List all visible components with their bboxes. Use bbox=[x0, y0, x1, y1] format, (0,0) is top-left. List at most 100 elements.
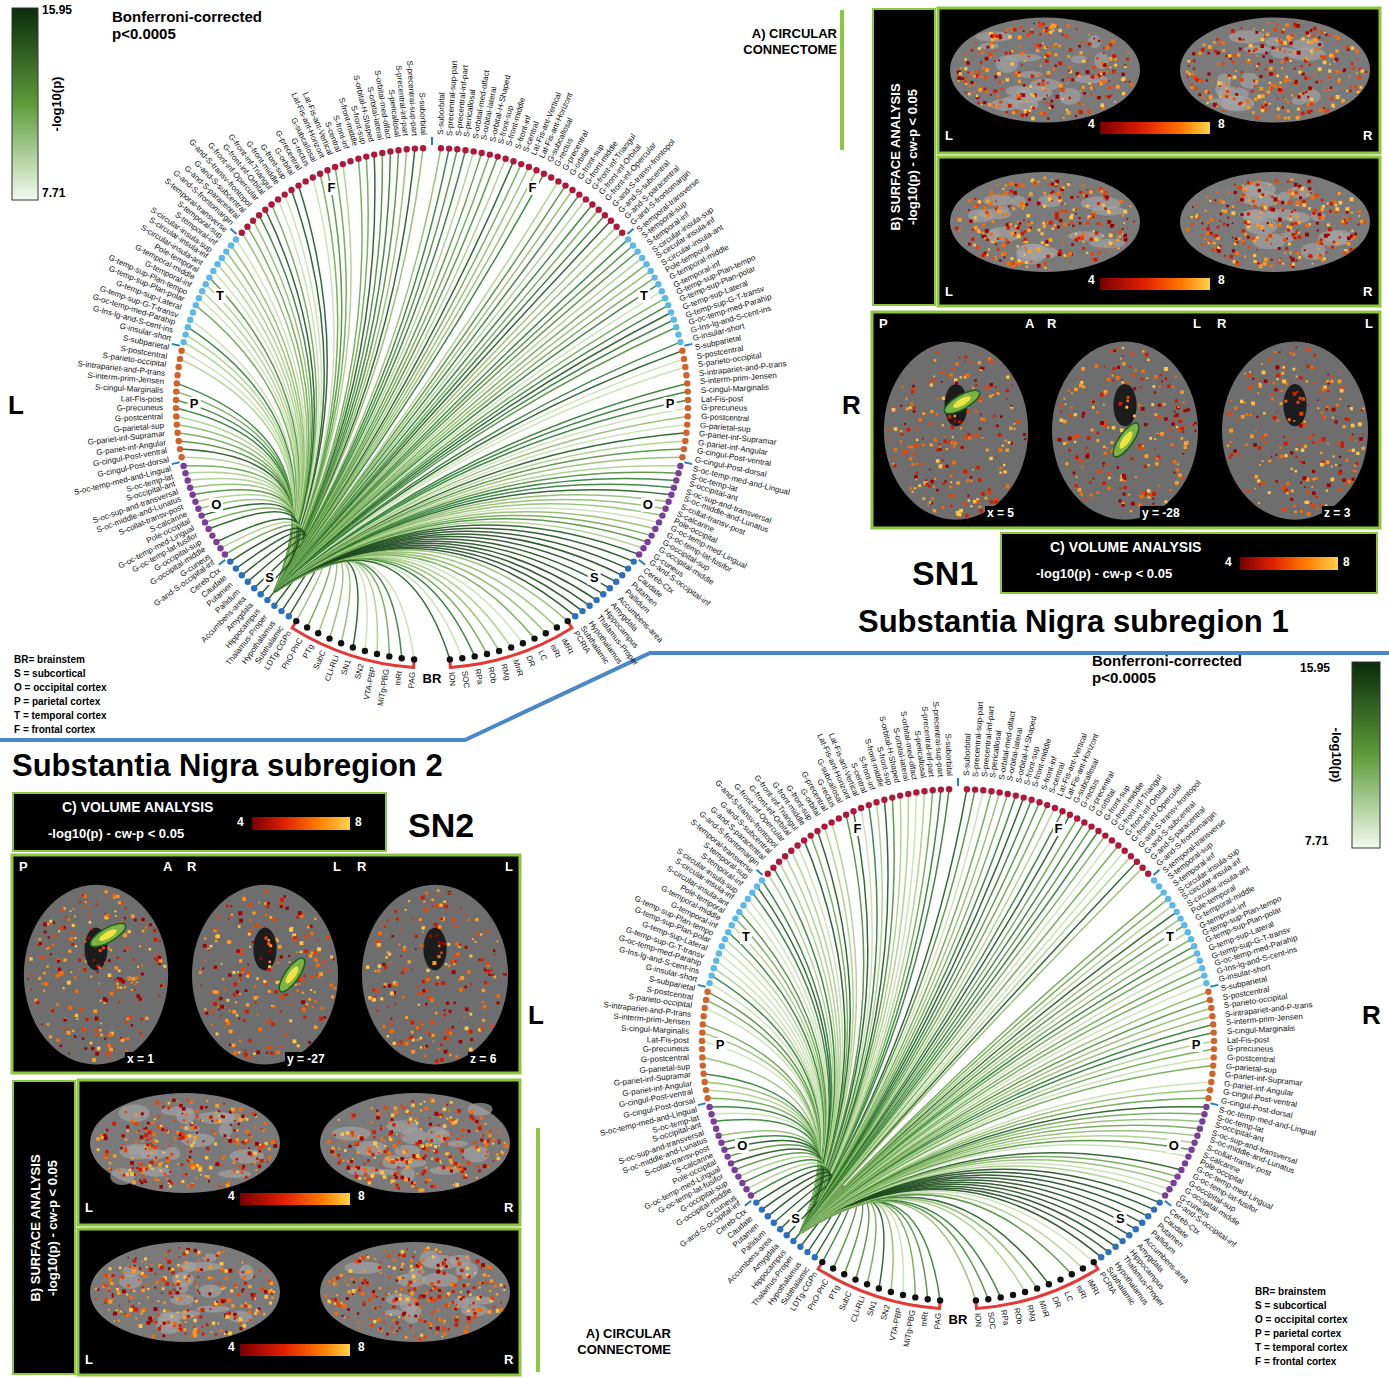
activation-speck bbox=[273, 1291, 275, 1293]
activation-speck bbox=[450, 1170, 453, 1173]
activation-speck bbox=[467, 1130, 470, 1133]
activation-speck bbox=[1130, 205, 1132, 207]
activation-speck bbox=[241, 1115, 244, 1118]
activation-speck bbox=[993, 239, 995, 241]
activation-speck bbox=[1351, 212, 1353, 214]
activation-speck bbox=[388, 1152, 392, 1156]
activation-speck bbox=[1247, 236, 1250, 239]
activation-speck bbox=[1000, 88, 1003, 91]
activation-speck bbox=[143, 1168, 145, 1170]
activation-speck bbox=[1313, 73, 1315, 75]
activation-speck bbox=[1336, 95, 1340, 99]
activation-speck bbox=[478, 1169, 481, 1172]
activation-speck bbox=[415, 1187, 417, 1189]
activation-speck bbox=[1234, 183, 1236, 185]
activation-speck bbox=[1269, 22, 1271, 24]
activation-speck bbox=[1094, 258, 1098, 262]
activation-speck bbox=[1294, 80, 1296, 82]
gyrus-patch bbox=[401, 1128, 427, 1144]
activation-speck bbox=[1130, 83, 1134, 87]
activation-speck bbox=[443, 1137, 447, 1141]
activation-speck bbox=[1192, 52, 1195, 55]
activation-speck bbox=[1033, 79, 1035, 81]
activation-speck bbox=[420, 1128, 422, 1130]
activation-speck bbox=[1006, 111, 1009, 114]
activation-speck bbox=[1207, 221, 1209, 223]
activation-speck bbox=[181, 1163, 184, 1166]
activation-speck bbox=[205, 1106, 207, 1108]
activation-speck bbox=[161, 1128, 164, 1131]
activation-speck bbox=[1201, 48, 1205, 52]
activation-speck bbox=[160, 1170, 162, 1172]
activation-speck bbox=[485, 1144, 488, 1147]
activation-speck bbox=[1317, 230, 1319, 232]
activation-speck bbox=[1026, 214, 1030, 218]
activation-speck bbox=[343, 1160, 345, 1162]
activation-speck bbox=[384, 1140, 386, 1142]
activation-speck bbox=[1347, 242, 1351, 246]
activation-speck bbox=[166, 1129, 168, 1131]
activation-speck bbox=[1223, 223, 1226, 226]
activation-speck bbox=[378, 1150, 380, 1152]
activation-speck bbox=[1224, 210, 1228, 214]
activation-speck bbox=[147, 1150, 149, 1152]
activation-speck bbox=[112, 1296, 114, 1298]
activation-speck bbox=[484, 1123, 486, 1125]
activation-speck bbox=[224, 1134, 227, 1137]
activation-speck bbox=[983, 101, 986, 104]
activation-speck bbox=[179, 1104, 182, 1107]
activation-speck bbox=[431, 1131, 433, 1133]
activation-speck bbox=[380, 1138, 383, 1141]
activation-speck bbox=[183, 1119, 185, 1121]
activation-speck bbox=[1269, 82, 1271, 84]
activation-speck bbox=[1015, 225, 1017, 227]
activation-speck bbox=[1013, 28, 1017, 32]
activation-speck bbox=[991, 241, 993, 243]
activation-speck bbox=[990, 194, 993, 197]
activation-speck bbox=[1238, 38, 1241, 41]
activation-speck bbox=[1086, 70, 1090, 74]
activation-speck bbox=[1206, 232, 1210, 236]
activation-speck bbox=[1287, 191, 1289, 193]
activation-speck bbox=[139, 1168, 143, 1172]
activation-speck bbox=[995, 206, 998, 209]
activation-speck bbox=[1202, 96, 1205, 99]
activation-speck bbox=[182, 1113, 184, 1115]
activation-speck bbox=[1062, 186, 1065, 189]
activation-speck bbox=[1308, 187, 1310, 189]
activation-speck bbox=[1068, 77, 1071, 80]
activation-speck bbox=[234, 1129, 236, 1131]
activation-speck bbox=[205, 1156, 209, 1160]
activation-speck bbox=[1346, 220, 1348, 222]
activation-speck bbox=[438, 1145, 440, 1147]
activation-speck bbox=[1099, 222, 1101, 224]
activation-speck bbox=[1116, 85, 1120, 89]
activation-speck bbox=[169, 1171, 171, 1173]
activation-speck bbox=[1062, 34, 1064, 36]
activation-speck bbox=[985, 68, 989, 72]
activation-speck bbox=[1030, 193, 1033, 196]
activation-speck bbox=[364, 1163, 366, 1165]
activation-speck bbox=[1049, 107, 1051, 109]
activation-speck bbox=[1071, 243, 1074, 246]
activation-speck bbox=[1268, 195, 1270, 197]
activation-speck bbox=[233, 1170, 235, 1172]
activation-speck bbox=[371, 1153, 374, 1156]
activation-speck bbox=[492, 1138, 495, 1141]
activation-speck bbox=[492, 1143, 494, 1145]
activation-speck bbox=[130, 1172, 134, 1176]
activation-speck bbox=[1119, 230, 1122, 233]
activation-speck bbox=[1037, 83, 1040, 86]
activation-speck bbox=[1298, 71, 1301, 74]
activation-speck bbox=[267, 1161, 269, 1163]
activation-speck bbox=[1242, 198, 1244, 200]
activation-speck bbox=[1313, 27, 1317, 31]
activation-speck bbox=[338, 1119, 340, 1121]
activation-speck bbox=[421, 1189, 424, 1192]
activation-speck bbox=[1043, 98, 1045, 100]
activation-speck bbox=[1042, 83, 1045, 86]
activation-speck bbox=[1009, 223, 1012, 226]
activation-speck bbox=[1076, 28, 1078, 30]
activation-speck bbox=[1055, 216, 1059, 220]
activation-speck bbox=[1055, 185, 1057, 187]
